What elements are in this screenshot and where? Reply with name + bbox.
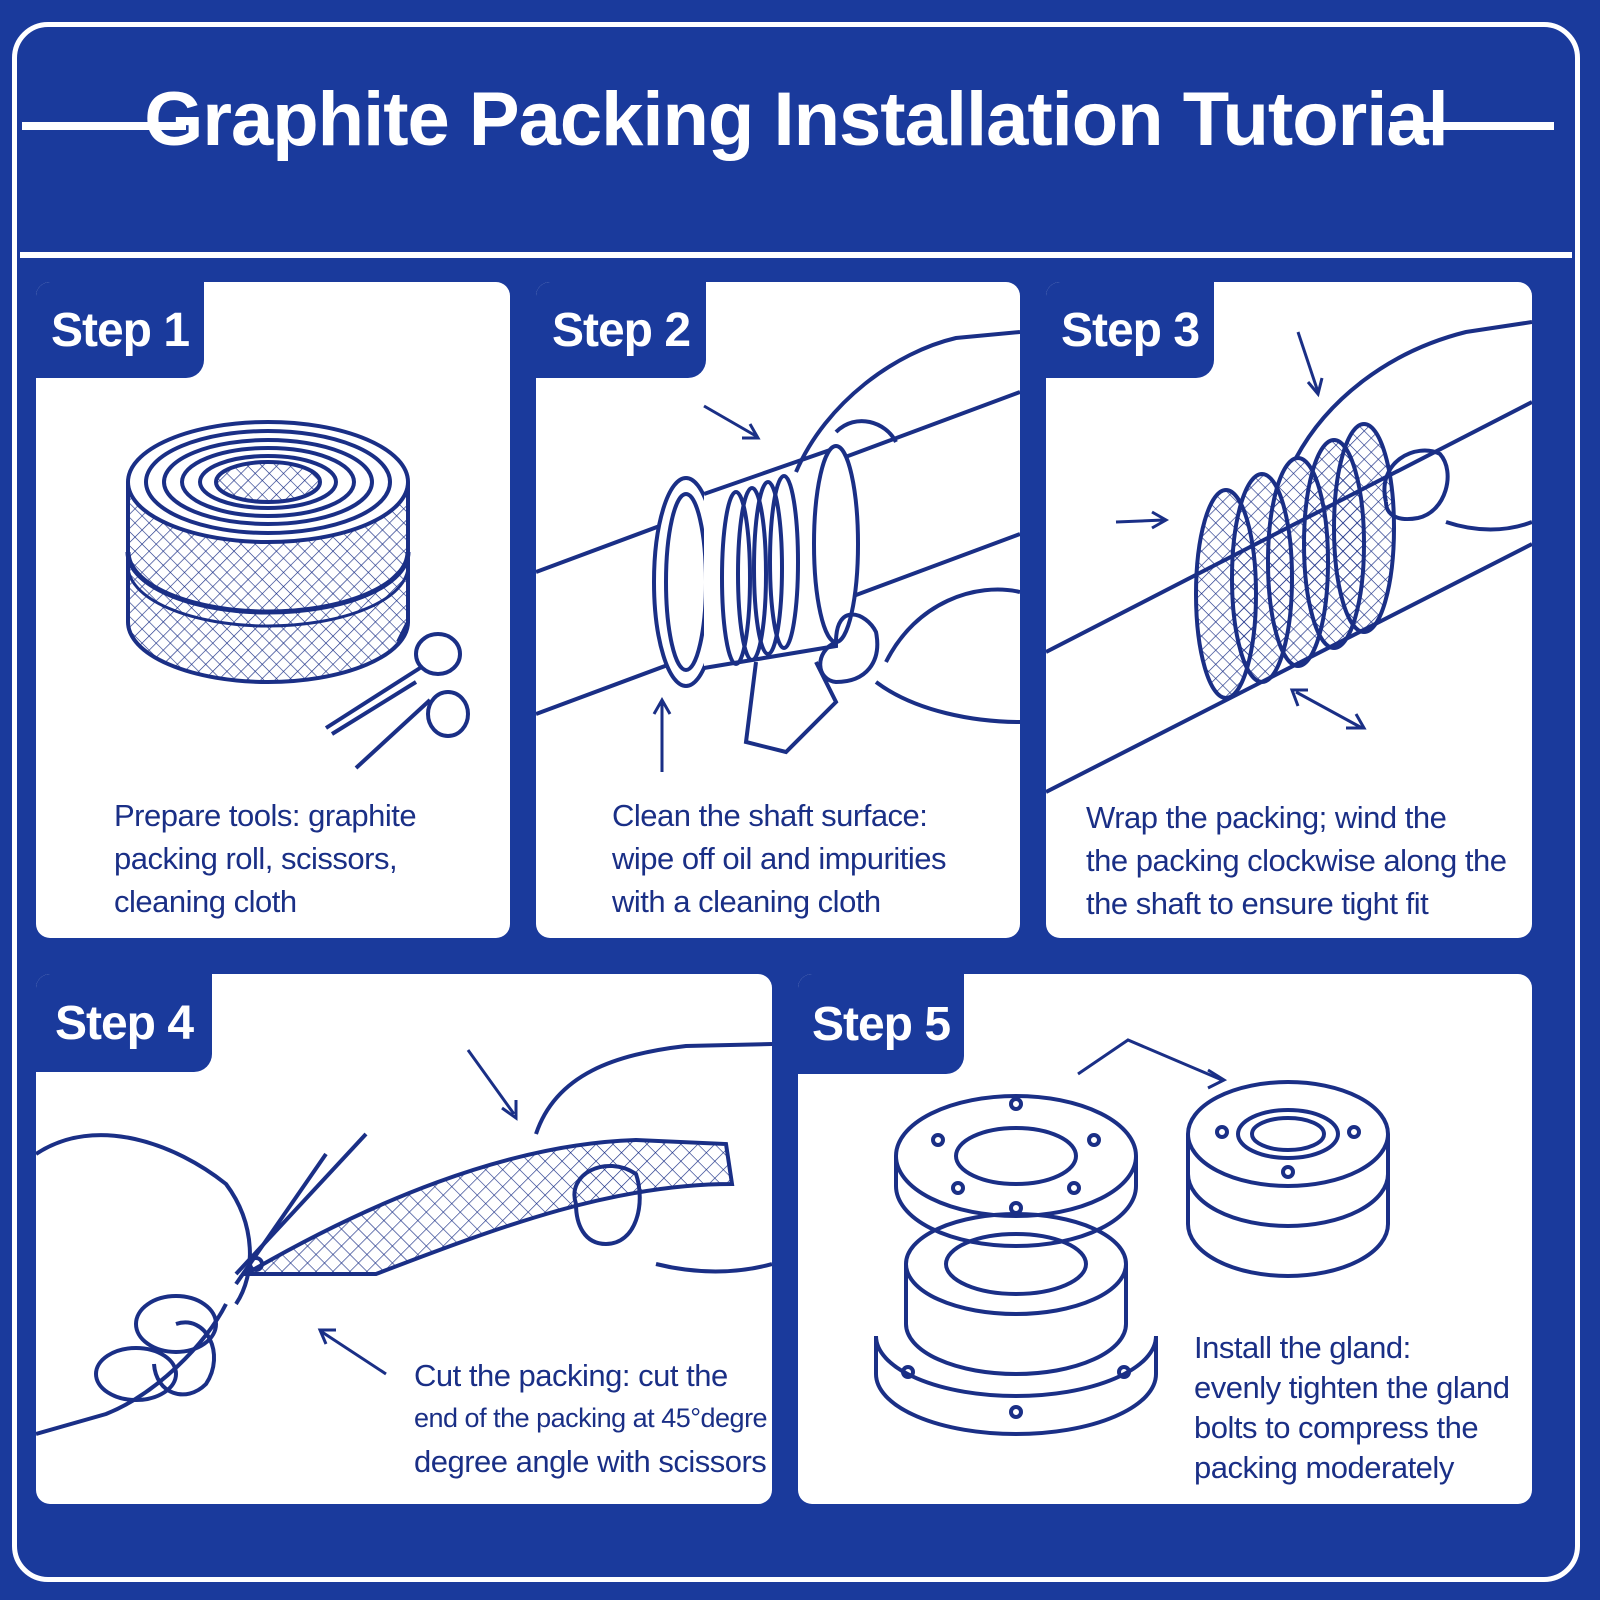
step-3-line-3: the shaft to ensure tight fit	[1086, 886, 1429, 921]
packing-ring-icon	[1186, 1080, 1390, 1278]
step-5-line-3: bolts to compress the	[1194, 1410, 1479, 1445]
scissors-icon	[94, 1132, 368, 1402]
step-2-panel: Step 2 Clean the shaft surface: wipe off…	[536, 282, 1020, 938]
step-4-label: Step 4	[36, 974, 212, 1072]
step-5-line-2: evenly tighten the gland	[1194, 1370, 1510, 1405]
step-5-line-4: packing moderately	[1194, 1450, 1454, 1485]
title-rule-left	[22, 122, 186, 130]
step-5-panel: Step 5 Install the gland: evenly tighten…	[798, 974, 1532, 1504]
step-2-line-3: with a cleaning cloth	[612, 884, 881, 919]
step-3-caption: Wrap the packing; wind the the packing c…	[1086, 796, 1507, 925]
gland-flange-icon	[894, 1094, 1138, 1248]
step-4-line-3: degree angle with scissors	[414, 1444, 767, 1479]
step-5-caption: Install the gland: evenly tighten the gl…	[1194, 1328, 1510, 1488]
step-4-line-1: Cut the packing: cut the	[414, 1358, 728, 1393]
scissors-icon	[324, 632, 470, 770]
cut-packing-illustration	[36, 1042, 772, 1436]
title-banner: Graphite Packing Installation Tutorial	[20, 28, 1572, 252]
step-2-line-1: Clean the shaft surface:	[612, 798, 928, 833]
shaft-cleaning-illustration	[536, 330, 1020, 772]
arrow-icon	[1077, 1038, 1228, 1090]
arrow-icon	[317, 1049, 518, 1376]
step-3-line-2: the packing clockwise along the	[1086, 843, 1507, 878]
packing-roll-icon	[125, 420, 411, 684]
step-2-label: Step 2	[536, 282, 706, 378]
stuffing-box-icon	[874, 1212, 1158, 1436]
step-4-line-2: end of the packing at 45°degre	[414, 1403, 768, 1433]
step-1-line-2: packing roll, scissors,	[114, 841, 398, 876]
outer-frame	[12, 22, 1580, 1582]
cleaning-cloth-icon	[743, 661, 839, 755]
step-3-panel: Step 3 Wrap the packing; wind the the pa…	[1046, 282, 1532, 938]
step-2-line-2: wipe off oil and impurities	[612, 841, 947, 876]
step-5-label: Step 5	[798, 974, 964, 1074]
title-rule-right	[1390, 122, 1554, 130]
arrow-icon	[1115, 331, 1367, 730]
step-4-caption: Cut the packing: cut the end of the pack…	[414, 1354, 768, 1483]
step-3-line-1: Wrap the packing; wind the	[1086, 800, 1447, 835]
sleeve-flange-icon	[652, 444, 860, 688]
hand-icon	[1294, 320, 1532, 532]
step-1-panel: Step 1 Prepare tools: graphite packing r…	[36, 282, 510, 938]
packing-coil-icon	[1194, 422, 1396, 700]
packing-roll-illustration	[125, 420, 470, 770]
step-3-label: Step 3	[1046, 282, 1214, 378]
page-title: Graphite Packing Installation Tutorial	[144, 77, 1448, 163]
wrap-packing-illustration	[1046, 320, 1532, 794]
step-1-line-3: cleaning cloth	[114, 884, 297, 919]
step-5-line-1: Install the gland:	[1194, 1330, 1411, 1365]
arrow-icon	[652, 404, 761, 772]
step-1-caption: Prepare tools: graphite packing roll, sc…	[114, 794, 417, 923]
step-1-line-1: Prepare tools: graphite	[114, 798, 417, 833]
step-4-panel: Step 4 Cut the packing: cut the end of t…	[36, 974, 772, 1504]
packing-strip-icon	[238, 1137, 735, 1276]
banner-divider	[20, 252, 1572, 258]
gland-install-illustration	[874, 1038, 1390, 1436]
step-1-label: Step 1	[36, 282, 204, 378]
step-2-caption: Clean the shaft surface: wipe off oil an…	[612, 794, 947, 923]
